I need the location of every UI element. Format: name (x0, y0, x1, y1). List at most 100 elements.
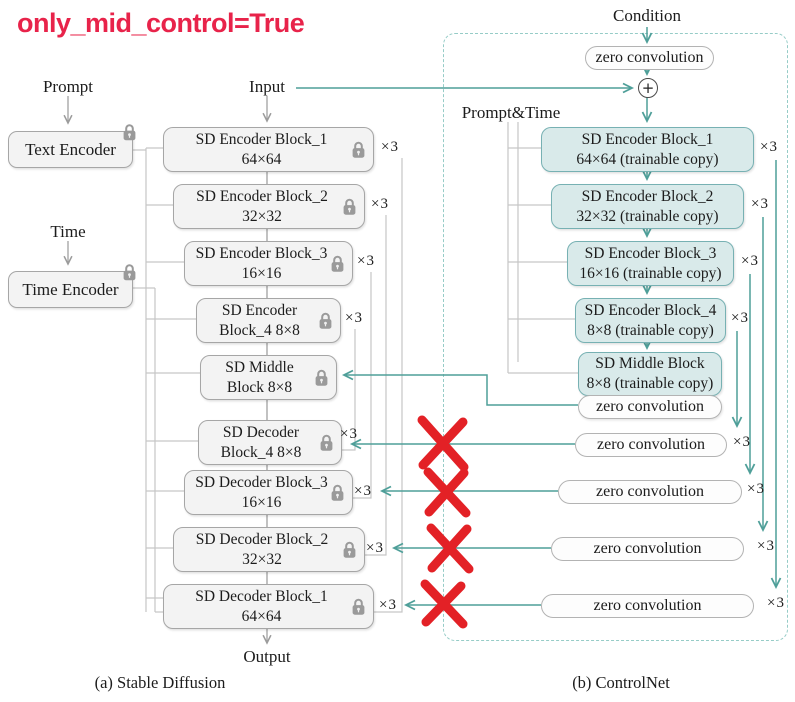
repeat-label: ×3 (733, 434, 751, 450)
block-subtitle: 64×64 (241, 150, 282, 168)
zero-convolution-decoder-2: zero convolution (551, 537, 744, 561)
sd-decoder-block-1: SD Decoder Block_1 64×64 (163, 584, 374, 629)
sd-encoder-block-1: SD Encoder Block_1 64×64 (163, 127, 374, 172)
block-subtitle: 32×32 (242, 550, 282, 568)
caption-stable-diffusion: (a) Stable Diffusion (94, 673, 226, 692)
condition-label: Condition (612, 6, 681, 25)
block-title: SD Decoder Block_3 (195, 473, 328, 491)
output-label: Output (243, 647, 291, 666)
cross-out-icon-decoder4 (417, 415, 469, 472)
repeat-label: ×3 (751, 196, 769, 212)
controlnet-dashed-border (443, 33, 788, 641)
block-title: SD Encoder Block_3 (584, 244, 717, 262)
repeat-label: ×3 (357, 253, 375, 269)
text-encoder-label: Text Encoder (25, 139, 116, 159)
block-subtitle: 16×16 (241, 493, 282, 511)
block-title: SD Encoder Block_2 (196, 187, 328, 205)
lock-icon (330, 255, 345, 272)
lock-icon (330, 484, 345, 501)
page-title: only_mid_control=True (17, 8, 305, 38)
repeat-label: ×3 (366, 540, 384, 556)
time-encoder-block: Time Encoder (8, 264, 136, 308)
controlnet-encoder-block-2: SD Encoder Block_2 32×32 (trainable copy) (551, 184, 744, 229)
cross-out-icon-decoder3 (423, 467, 471, 518)
block-subtitle: 64×64 (trainable copy) (576, 150, 719, 168)
block-title: SD Decoder Block_2 (195, 530, 329, 548)
block-title: SD Decoder Block_1 (195, 587, 328, 605)
block-title: SD Encoder Block_3 (195, 244, 328, 262)
input-label: Input (249, 77, 285, 96)
repeat-label: ×3 (767, 595, 785, 611)
zero-convolution-label: zero convolution (595, 49, 704, 66)
controlnet-encoder-block-4: SD Encoder Block_4 8×8 (trainable copy) (575, 298, 726, 343)
sd-decoder-block-3: SD Decoder Block_3 16×16 (184, 470, 353, 515)
repeat-label: ×3 (345, 310, 363, 326)
lock-icon (342, 198, 357, 215)
sd-encoder-block-3: SD Encoder Block_3 16×16 (184, 241, 353, 286)
block-title: SD Decoder (222, 423, 300, 441)
block-subtitle: Block 8×8 (226, 378, 293, 396)
zero-convolution-label: zero convolution (593, 540, 702, 557)
block-title: SD Middle (225, 358, 294, 376)
lock-icon (122, 264, 137, 281)
lock-icon (351, 141, 366, 158)
repeat-label: ×3 (371, 196, 389, 212)
feed-lines (131, 122, 578, 613)
block-subtitle: 8×8 (trainable copy) (587, 321, 714, 339)
text-encoder-block: Text Encoder (8, 124, 136, 168)
block-subtitle: 32×32 (trainable copy) (576, 207, 719, 225)
lock-icon (122, 124, 137, 141)
zero-convolution-label: zero convolution (593, 597, 702, 614)
lock-icon (314, 369, 329, 386)
zero-convolution-middle: zero convolution (578, 395, 722, 419)
repeat-label: ×3 (747, 481, 765, 497)
block-title: SD Middle Block (595, 355, 705, 372)
zero-convolution-condition: zero convolution (585, 46, 714, 70)
lock-icon (342, 541, 357, 558)
repeat-label: ×3 (340, 426, 358, 442)
block-title: SD Encoder Block_1 (195, 130, 328, 148)
sd-decoder-block-2: SD Decoder Block_2 32×32 (173, 527, 365, 572)
zero-convolution-decoder-4: zero convolution (575, 433, 727, 457)
block-subtitle: 16×16 (241, 264, 282, 282)
repeat-label: ×3 (354, 483, 372, 499)
repeat-label: ×3 (379, 597, 397, 613)
lock-icon (318, 312, 333, 329)
prompt-label: Prompt (42, 77, 94, 96)
sd-encoder-block-2: SD Encoder Block_2 32×32 (173, 184, 365, 229)
repeat-label: ×3 (381, 139, 399, 155)
zero-convolution-decoder-3: zero convolution (558, 480, 742, 504)
lock-icon (319, 434, 334, 451)
repeat-label: ×3 (760, 139, 778, 155)
controlnet-encoder-block-1: SD Encoder Block_1 64×64 (trainable copy) (541, 127, 754, 172)
zero-convolution-label: zero convolution (596, 483, 704, 500)
time-encoder-label: Time Encoder (22, 279, 119, 299)
block-title: SD Encoder Block_2 (581, 187, 714, 205)
repeat-label: ×3 (741, 253, 759, 269)
block-subtitle: 64×64 (241, 607, 282, 625)
lock-icon (351, 598, 366, 615)
block-title: SD Encoder Block_1 (581, 130, 714, 148)
block-subtitle: 32×32 (242, 207, 282, 225)
zero-convolution-decoder-1: zero convolution (541, 594, 754, 618)
repeat-label: ×3 (757, 538, 775, 554)
caption-controlnet: (b) ControlNet (572, 673, 670, 692)
sd-column-connectors (63, 96, 272, 645)
block-title: SD Encoder (221, 301, 298, 319)
zero-convolution-label: zero convolution (597, 436, 705, 453)
cross-out-icon-decoder2 (426, 523, 474, 574)
block-subtitle: Block_4 8×8 (220, 443, 302, 461)
repeat-label: ×3 (731, 310, 749, 326)
block-subtitle: Block_4 8×8 (219, 321, 300, 339)
teal-arrows (296, 27, 782, 611)
block-title: SD Encoder Block_4 (584, 301, 717, 319)
cross-out-icon-decoder1 (420, 579, 468, 629)
plus-icon: + (641, 78, 655, 97)
zero-convolution-label: zero convolution (596, 398, 704, 415)
